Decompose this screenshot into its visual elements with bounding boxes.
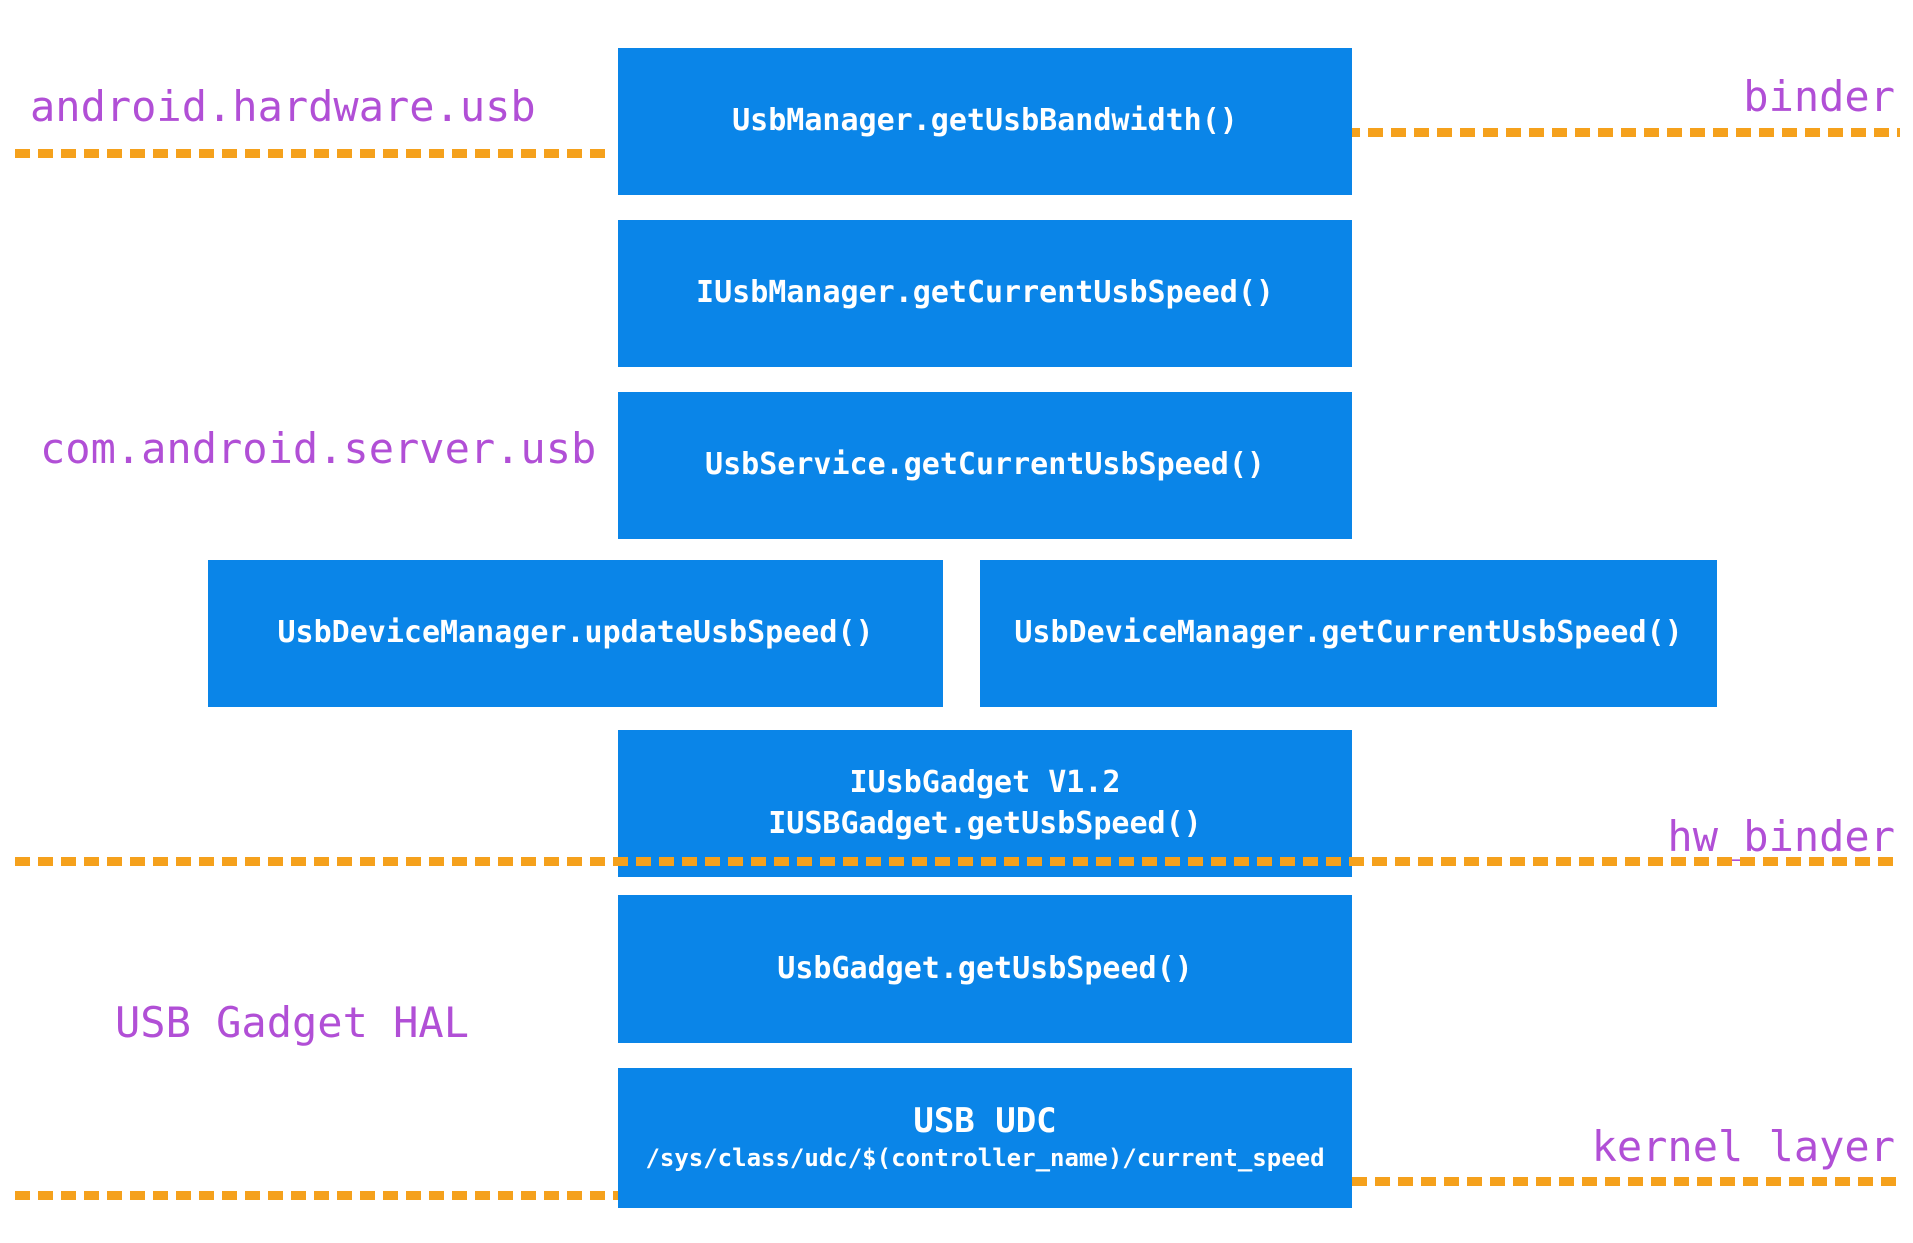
- kernel-dashed-line-right: [1352, 1177, 1900, 1186]
- box-usbdevicemanager-getcurrentusbspeed: UsbDeviceManager.getCurrentUsbSpeed(): [980, 560, 1717, 707]
- kernel-dashed-line-left: [15, 1191, 618, 1200]
- binder-dashed-line-left: [15, 149, 607, 158]
- binder-dashed-line-right: [1345, 128, 1900, 137]
- label-binder: binder: [1743, 72, 1895, 121]
- label-hw-binder: hw_binder: [1667, 812, 1895, 861]
- box-label: UsbGadget.getUsbSpeed(): [777, 950, 1193, 986]
- label-android-hardware-usb: android.hardware.usb: [30, 82, 536, 131]
- box-usbmanager-getusbbandwidth: UsbManager.getUsbBandwidth(): [618, 48, 1352, 195]
- box-label: IUsbManager.getCurrentUsbSpeed(): [696, 275, 1274, 311]
- box-label-line2: IUSBGadget.getUsbSpeed(): [768, 805, 1202, 841]
- box-iusbmanager-getcurrentusbspeed: IUsbManager.getCurrentUsbSpeed(): [618, 220, 1352, 367]
- box-usbdevicemanager-updateusbspeed: UsbDeviceManager.updateUsbSpeed(): [208, 560, 943, 707]
- box-usbgadget-getusbspeed: UsbGadget.getUsbSpeed(): [618, 895, 1352, 1043]
- box-label: UsbService.getCurrentUsbSpeed(): [705, 447, 1265, 483]
- box-label: UsbDeviceManager.getCurrentUsbSpeed(): [1014, 615, 1683, 651]
- box-usb-udc-sysfs-path: USB UDC /sys/class/udc/$(controller_name…: [618, 1068, 1352, 1208]
- box-label: UsbDeviceManager.updateUsbSpeed(): [277, 615, 874, 651]
- box-usbservice-getcurrentusbspeed: UsbService.getCurrentUsbSpeed(): [618, 392, 1352, 539]
- label-kernel-layer: kernel layer: [1591, 1122, 1895, 1171]
- box-label-line2: /sys/class/udc/$(controller_name)/curren…: [645, 1143, 1325, 1172]
- box-label: UsbManager.getUsbBandwidth(): [732, 103, 1238, 139]
- box-iusbgadget-getusbspeed: IUsbGadget V1.2 IUSBGadget.getUsbSpeed(): [618, 730, 1352, 877]
- box-label-line1: IUsbGadget V1.2: [849, 765, 1121, 800]
- label-usb-gadget-hal: USB Gadget HAL: [115, 998, 470, 1047]
- box-label-line1: USB UDC: [913, 1100, 1057, 1141]
- label-com-android-server-usb: com.android.server.usb: [40, 424, 597, 473]
- hw-binder-dashed-line: [15, 857, 1900, 866]
